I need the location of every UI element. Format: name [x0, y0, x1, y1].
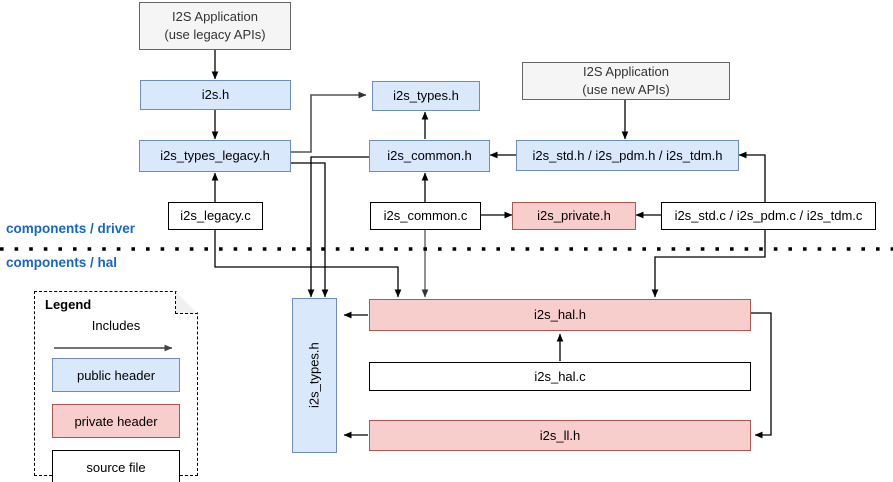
node-i2s-types-h[interactable]: i2s_types.h	[372, 81, 480, 111]
node-label-line2: (use new APIs)	[582, 82, 670, 97]
node-label-line2: (use legacy APIs)	[164, 27, 266, 42]
node-i2s-h[interactable]: i2s.h	[140, 80, 291, 110]
node-i2s-std-pdm-tdm-c[interactable]: i2s_std.c / i2s_pdm.c / i2s_tdm.c	[661, 202, 876, 230]
node-label: i2s_common.c	[383, 208, 468, 224]
legend-item-label: private header	[74, 413, 158, 429]
node-label-line1: I2S Application	[171, 9, 258, 25]
wire-halh-to-llh	[751, 312, 772, 439]
wire-typeslegacy-to-haltypes	[291, 162, 329, 298]
legend-item-public-header: public header	[52, 358, 180, 392]
wire-stdc-to-stdh	[738, 151, 766, 203]
legend-item-label: source file	[86, 459, 146, 475]
node-i2s-hal-c[interactable]: i2s_hal.c	[369, 362, 751, 391]
node-i2s-types-h-hal[interactable]: i2s_types.h	[292, 298, 337, 453]
node-label: i2s_legacy.c	[180, 208, 251, 224]
node-label: i2s_types.h	[393, 88, 459, 104]
legend-title: Legend	[45, 297, 92, 312]
zone-label-hal: components / hal	[6, 255, 118, 270]
node-i2s-legacy-c[interactable]: i2s_legacy.c	[168, 202, 263, 230]
node-i2s-application-legacy[interactable]: I2S Application (use legacy APIs)	[139, 2, 291, 50]
node-label: i2s.h	[201, 87, 230, 103]
node-label: i2s_types_legacy.h	[160, 148, 270, 164]
node-label: i2s_common.h	[387, 148, 472, 164]
node-label: i2s_hal.c	[534, 368, 586, 384]
node-i2s-common-c[interactable]: i2s_common.c	[370, 202, 481, 230]
legend-includes-label: Includes	[91, 318, 141, 333]
wire-typeslegacy-to-types	[291, 91, 367, 153]
node-i2s-application-new[interactable]: I2S Application (use new APIs)	[522, 62, 730, 100]
node-label: i2s_private.h	[537, 208, 611, 224]
includes-arrow-icon	[54, 344, 173, 352]
legend-item-label: public header	[76, 367, 156, 383]
node-i2s-private-h[interactable]: i2s_private.h	[512, 202, 636, 230]
node-i2s-hal-h[interactable]: i2s_hal.h	[369, 299, 751, 331]
node-i2s-ll-h[interactable]: i2s_ll.h	[369, 420, 751, 451]
legend-item-source-file: source file	[52, 450, 180, 482]
node-i2s-types-legacy-h[interactable]: i2s_types_legacy.h	[139, 140, 291, 172]
legend-item-private-header: private header	[52, 404, 180, 438]
wire-stdc-to-halh	[651, 229, 766, 298]
node-i2s-common-h[interactable]: i2s_common.h	[369, 140, 490, 172]
node-i2s-std-pdm-tdm-h[interactable]: i2s_std.h / i2s_pdm.h / i2s_tdm.h	[516, 140, 739, 171]
zone-label-driver: components / driver	[6, 221, 136, 236]
node-label-line1: I2S Application	[582, 64, 669, 80]
node-label: i2s_ll.h	[539, 427, 581, 443]
node-label: i2s_hal.h	[533, 307, 587, 323]
node-label: i2s_std.c / i2s_pdm.c / i2s_tdm.c	[674, 208, 863, 224]
wire-commonh-to-haltypes	[307, 156, 369, 298]
legend-panel: Legend Includes public header private he…	[34, 291, 198, 482]
wire-legacyc-to-halh	[214, 229, 402, 298]
node-label: i2s_std.h / i2s_pdm.h / i2s_tdm.h	[532, 147, 723, 163]
node-label: i2s_types.h	[306, 342, 322, 409]
